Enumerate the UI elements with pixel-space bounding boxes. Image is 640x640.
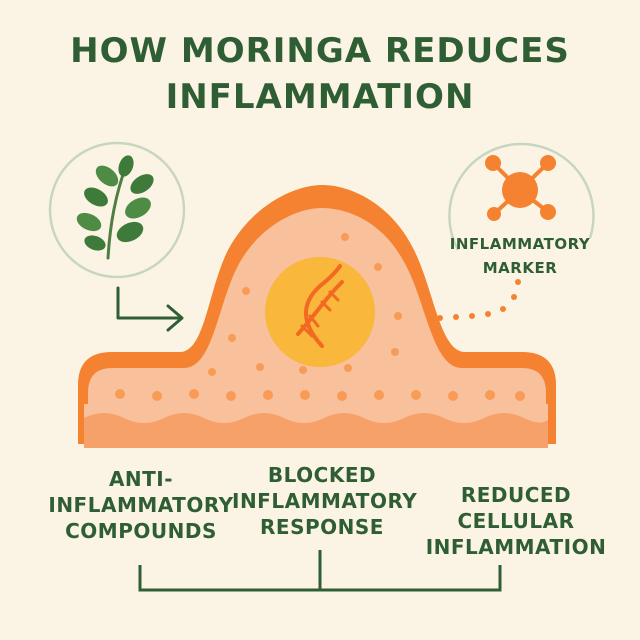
page-title: HOW MORINGA REDUCES INFLAMMATION <box>0 28 640 120</box>
label-line: INFLAMMATION <box>425 535 607 559</box>
marker-label-line-1: INFLAMMATORY <box>449 235 591 253</box>
marker-label-line-2: MARKER <box>482 259 558 277</box>
arrow-right-icon <box>116 286 184 332</box>
label-blocked-inflammatory-response: BLOCKED INFLAMMATORY RESPONSE <box>232 462 418 540</box>
inflammatory-marker-label: INFLAMMATORY MARKER <box>440 232 600 280</box>
molecule-icon <box>448 142 595 251</box>
label-line: INFLAMMATORY <box>48 493 234 517</box>
label-anti-inflammatory-compounds: ANTI- INFLAMMATORY COMPOUNDS <box>48 466 234 544</box>
label-reduced-cellular-inflammation: REDUCED CELLULAR INFLAMMATION <box>418 482 614 560</box>
label-line: REDUCED <box>460 483 572 507</box>
title-line-2: INFLAMMATION <box>165 77 475 117</box>
bottom-bracket <box>138 550 502 592</box>
label-line: RESPONSE <box>260 515 384 539</box>
title-line-1: HOW MORINGA REDUCES <box>70 31 570 71</box>
label-line: BLOCKED <box>267 463 377 487</box>
label-line: COMPOUNDS <box>65 519 217 543</box>
label-line: INFLAMMATORY <box>232 489 418 513</box>
moringa-leaf-icon <box>48 141 186 279</box>
dna-icon <box>296 264 344 348</box>
label-line: ANTI- <box>108 467 174 491</box>
label-line: CELLULAR <box>457 509 575 533</box>
